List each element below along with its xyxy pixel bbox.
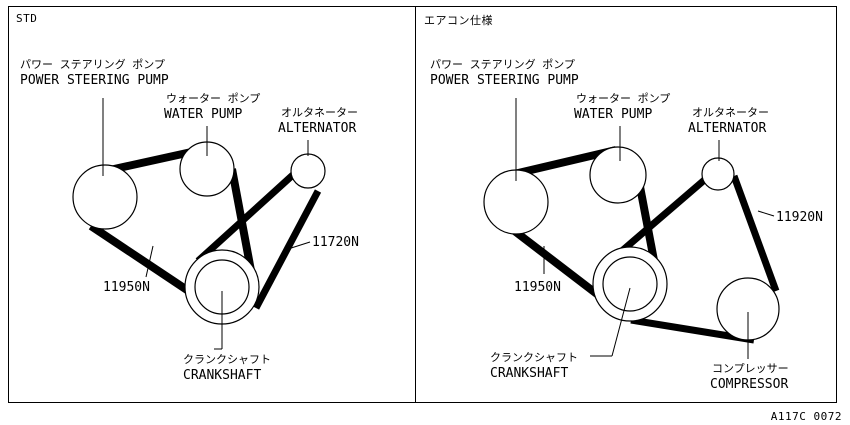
- belt-part-number-a: 11720N: [312, 235, 359, 250]
- alternator-pulley: [701, 157, 735, 191]
- leader-line: [145, 245, 154, 278]
- belt-segment: [505, 222, 609, 305]
- ps-pump-label-jp: パワー ステアリング ポンプ: [20, 57, 165, 71]
- ps-pump-label-en: POWER STEERING PUMP: [430, 73, 579, 88]
- panel-std: STD パワー ステアリング ポンプ POWER STEERING PUMP ウ…: [8, 6, 415, 403]
- belt-part-number-b: 11950N: [514, 280, 561, 295]
- belt-11720n: [195, 170, 322, 310]
- diagram-frame: [8, 6, 837, 403]
- crankshaft-label-en: CRANKSHAFT: [183, 368, 261, 383]
- crankshaft-label-en: CRANKSHAFT: [490, 366, 568, 381]
- belt-segment: [730, 174, 780, 293]
- alternator-label-en: ALTERNATOR: [278, 121, 356, 136]
- ps-pump-label-en: POWER STEERING PUMP: [20, 73, 169, 88]
- alternator-label-en: ALTERNATOR: [688, 121, 766, 136]
- water-pump-label-jp: ウォーター ポンプ: [576, 92, 670, 105]
- leader-line: [757, 210, 775, 217]
- water-pump-label-en: WATER PUMP: [164, 107, 242, 122]
- compressor-label-jp: コンプレッサー: [712, 362, 789, 375]
- crankshaft-pulley: [602, 256, 658, 312]
- panel-aircon: エアコン仕様 パワー ステアリング ポンプ POWER STEERING: [416, 6, 837, 403]
- belt-segment: [195, 170, 298, 264]
- crankshaft-label-jp: クランクシャフト: [183, 353, 271, 366]
- belt-diagram-std: パワー ステアリング ポンプ POWER STEERING PUMP ウォーター…: [20, 57, 359, 383]
- belt-segment: [613, 167, 719, 259]
- water-pump-label-en: WATER PUMP: [574, 107, 652, 122]
- panel-divider: [415, 6, 416, 403]
- water-pump-label-jp: ウォーター ポンプ: [166, 92, 260, 105]
- belt-segment: [88, 222, 199, 300]
- belt-part-number-b: 11950N: [103, 280, 150, 295]
- belt-segment: [252, 189, 322, 310]
- ps-pump-label-jp: パワー ステアリング ポンプ: [430, 57, 575, 71]
- panel-title: STD: [16, 12, 38, 25]
- belt-segment: [104, 147, 197, 175]
- crankshaft-label-jp: クランクシャフト: [490, 351, 578, 364]
- belt-part-number-a: 11920N: [776, 210, 823, 225]
- compressor-label-en: COMPRESSOR: [710, 377, 788, 392]
- alternator-label-jp: オルタネーター: [281, 106, 358, 119]
- panel-title: エアコン仕様: [424, 14, 493, 27]
- alternator-label-jp: オルタネーター: [692, 106, 769, 119]
- belt-diagram-aircon: パワー ステアリング ポンプ POWER STEERING PUMP ウォーター…: [430, 57, 823, 392]
- leader-line: [611, 287, 631, 357]
- alternator-pulley: [290, 153, 326, 189]
- figure-reference-code: A117C 0072: [770, 410, 842, 423]
- leader-line: [287, 241, 311, 250]
- water-pump-pulley: [589, 146, 647, 204]
- power-steering-pump-pulley: [72, 164, 138, 230]
